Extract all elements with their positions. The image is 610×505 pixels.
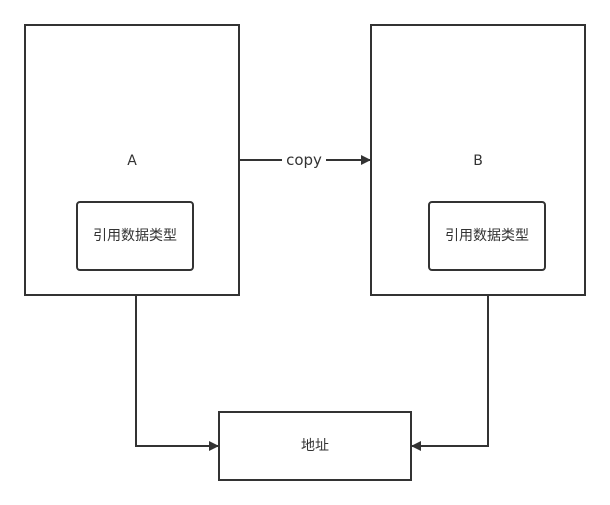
node-b-label: B: [473, 153, 483, 169]
node-a-label: A: [127, 153, 137, 169]
b-to-address-arrow: [411, 270, 489, 451]
node-address: 地址: [218, 411, 412, 481]
node-a-reference-type: 引用数据类型: [76, 201, 194, 271]
node-b-reference-type: 引用数据类型: [428, 201, 546, 271]
a-to-address-arrow: [135, 270, 219, 451]
copy-label: copy: [282, 151, 326, 169]
